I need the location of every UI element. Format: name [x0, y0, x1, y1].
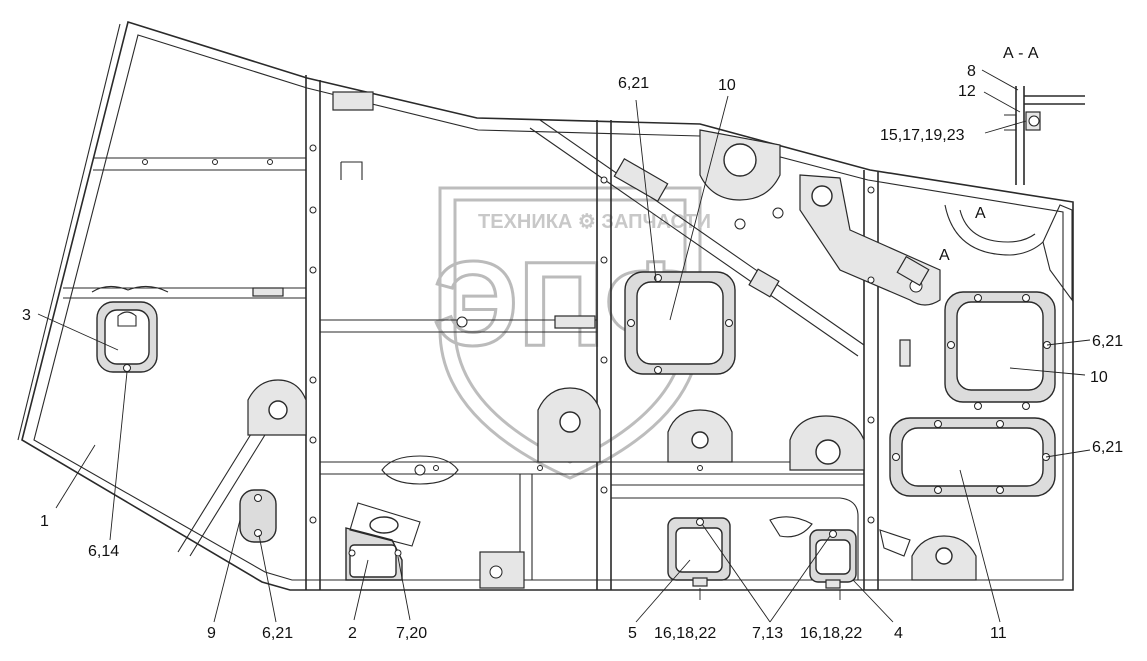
callout-5: 5 — [628, 625, 637, 642]
pulley-top — [699, 129, 941, 306]
callout-2: 2 — [348, 625, 357, 642]
rivets — [142, 144, 875, 524]
section-mark-a-upper: А — [975, 205, 986, 222]
callout-1: 1 — [40, 513, 49, 530]
callout-10-right: 10 — [1090, 369, 1108, 386]
mount-plate-center — [381, 315, 596, 589]
section-detail-aa — [1004, 86, 1085, 185]
callout-6-14: 6,14 — [88, 543, 119, 560]
hatch-4 — [809, 529, 857, 589]
callout-16-18-22-b: 16,18,22 — [800, 625, 862, 642]
small-details — [91, 91, 911, 557]
bracket-left — [247, 379, 307, 436]
section-mark-a-lower: А — [939, 247, 950, 264]
callout-7-13: 7,13 — [752, 625, 783, 642]
callout-6-21-right-high: 6,21 — [1092, 333, 1123, 350]
bracket-center — [537, 387, 733, 463]
callout-3: 3 — [22, 307, 31, 324]
hatch-10-center — [624, 271, 736, 375]
callout-12: 12 — [958, 83, 976, 100]
callout-8: 8 — [967, 63, 976, 80]
hatch-5 — [667, 517, 731, 587]
hatch-9 — [239, 489, 277, 543]
arc-section-right — [944, 204, 1073, 302]
callout-7-20: 7,20 — [396, 625, 427, 642]
watermark-brand: ТЕХНИКА ⚙ ЗАПЧАСТИ — [478, 211, 711, 233]
callout-15-17-19-23: 15,17,19,23 — [880, 127, 965, 144]
hatch-2 — [345, 502, 421, 581]
callout-6-21-bottom: 6,21 — [262, 625, 293, 642]
callout-9: 9 — [207, 625, 216, 642]
callout-16-18-22-a: 16,18,22 — [654, 625, 716, 642]
callout-6-21-top: 6,21 — [618, 75, 649, 92]
callout-4: 4 — [894, 625, 903, 642]
callout-10-top: 10 — [718, 77, 736, 94]
callout-labels: А - А 1 3 6,14 9 6,21 2 7,20 6,21 10 5 1… — [22, 45, 1123, 642]
leader-lines — [37, 69, 1091, 623]
callout-11: 11 — [990, 625, 1007, 642]
hatch-11 — [889, 417, 1056, 497]
hatch-10-right — [944, 291, 1056, 410]
inspection-hatch-3 — [96, 301, 158, 373]
section-title: А - А — [1003, 45, 1039, 62]
callout-6-21-right-low: 6,21 — [1092, 439, 1123, 456]
bracket-right — [789, 415, 977, 581]
